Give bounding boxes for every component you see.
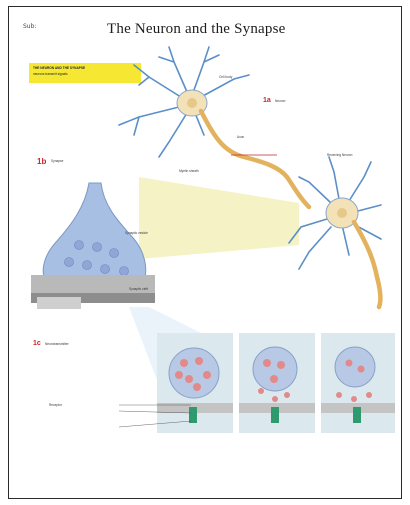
label-synaptic-cleft: Synaptic cleft xyxy=(129,287,148,291)
upper-neuron-nucleus xyxy=(187,98,197,108)
release-stage-1 xyxy=(157,333,233,433)
synapse-caption-box xyxy=(37,297,81,309)
receiving-axon xyxy=(354,222,380,307)
section-number-1b: 1b xyxy=(37,157,46,166)
release-stage-2 xyxy=(239,333,315,433)
section-number-1a: 1a xyxy=(263,97,271,104)
label-axon: Axon xyxy=(237,135,244,139)
section-heading-1a: Neuron xyxy=(275,99,285,103)
label-receiving-neuron: Receiving Neuron xyxy=(327,153,352,157)
section-heading-1c: Neurotransmitter xyxy=(45,342,69,346)
section-heading-1b: Synapse xyxy=(51,159,63,163)
release-stage-3 xyxy=(321,333,395,433)
label-myelin: Myelin sheath xyxy=(179,169,199,173)
neuron-illustration xyxy=(9,7,402,499)
label-synaptic-vesicle: Synaptic vesicle xyxy=(125,231,148,235)
synaptic-terminal xyxy=(43,183,146,289)
zoom-highlight-upper xyxy=(139,177,299,259)
section-number-1c: 1c xyxy=(33,340,41,347)
label-receptor: Receptor xyxy=(49,403,62,407)
poster-page: Sub: The Neuron and the Synapse THE NEUR… xyxy=(8,6,402,499)
receiving-neuron-nucleus xyxy=(337,208,347,218)
label-cell-body: Cell body xyxy=(219,75,232,79)
